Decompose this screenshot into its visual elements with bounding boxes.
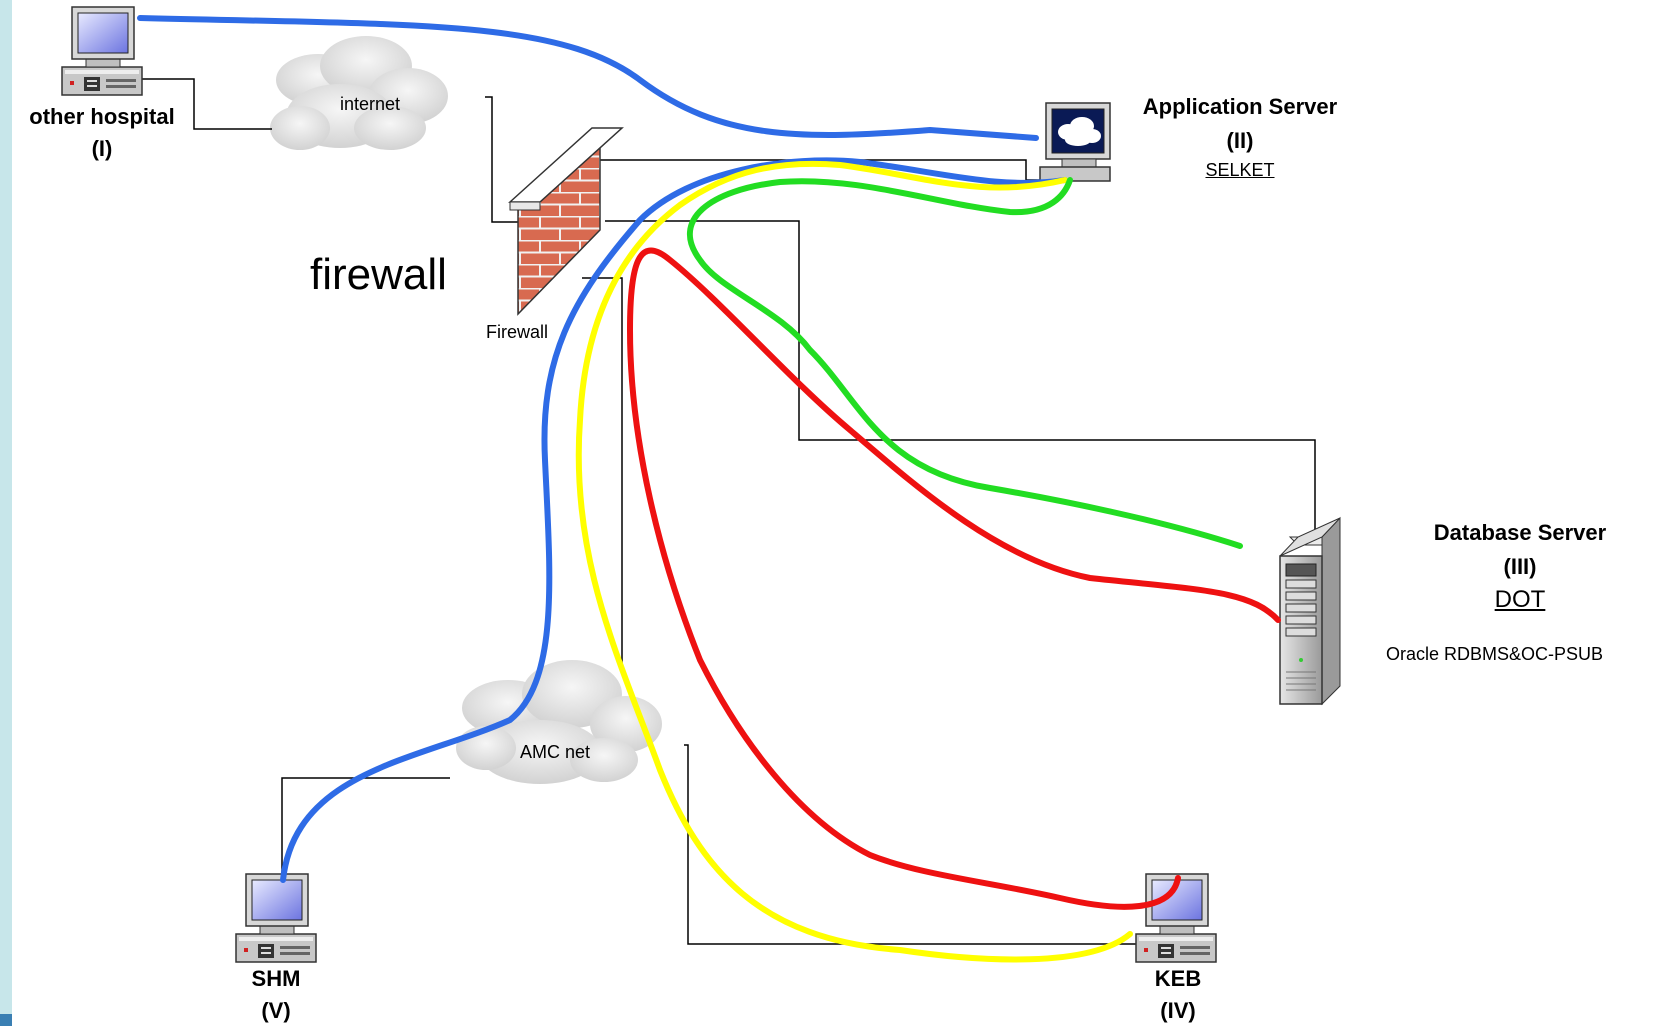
database-server-icon: [1280, 518, 1340, 704]
database-server-subtitle: DOT: [1390, 586, 1650, 614]
amc-net-cloud-icon: [456, 660, 662, 784]
wire-amcnet-to-keb: [684, 745, 1143, 944]
other-hospital-computer-icon: [62, 7, 142, 95]
application-server-subtitle: SELKET: [1110, 160, 1370, 181]
amc-net-label: AMC net: [520, 742, 590, 763]
firewall-caption: Firewall: [486, 322, 548, 343]
red-path-keb-to-dbserver: [630, 251, 1278, 907]
keb-label: KEB: [1128, 966, 1228, 992]
application-server-label: Application Server: [1110, 94, 1370, 120]
database-server-note: Oracle RDBMS&OC-PSUB: [1386, 644, 1603, 665]
network-wires: [122, 79, 1315, 944]
keb-roman: (IV): [1128, 998, 1228, 1024]
application-server-roman: (II): [1110, 128, 1370, 154]
firewall-title: firewall: [310, 250, 447, 300]
shm-roman: (V): [226, 998, 326, 1024]
other-hospital-label: other hospital: [12, 104, 192, 130]
internet-label: internet: [340, 94, 400, 115]
wire-firewall-to-dbserver: [605, 221, 1315, 535]
database-server-roman: (III): [1390, 554, 1650, 580]
database-server-label: Database Server: [1390, 520, 1650, 546]
shm-computer-icon: [236, 874, 316, 962]
other-hospital-roman: (I): [12, 136, 192, 162]
shm-label: SHM: [226, 966, 326, 992]
application-server-icon: [1040, 103, 1110, 181]
wire-shm-to-amcnet: [282, 778, 450, 883]
green-path-dbserver-to-appserver: [690, 180, 1240, 546]
internet-cloud-icon: [270, 36, 448, 150]
yellow-path-keb-to-appserver: [579, 164, 1130, 960]
